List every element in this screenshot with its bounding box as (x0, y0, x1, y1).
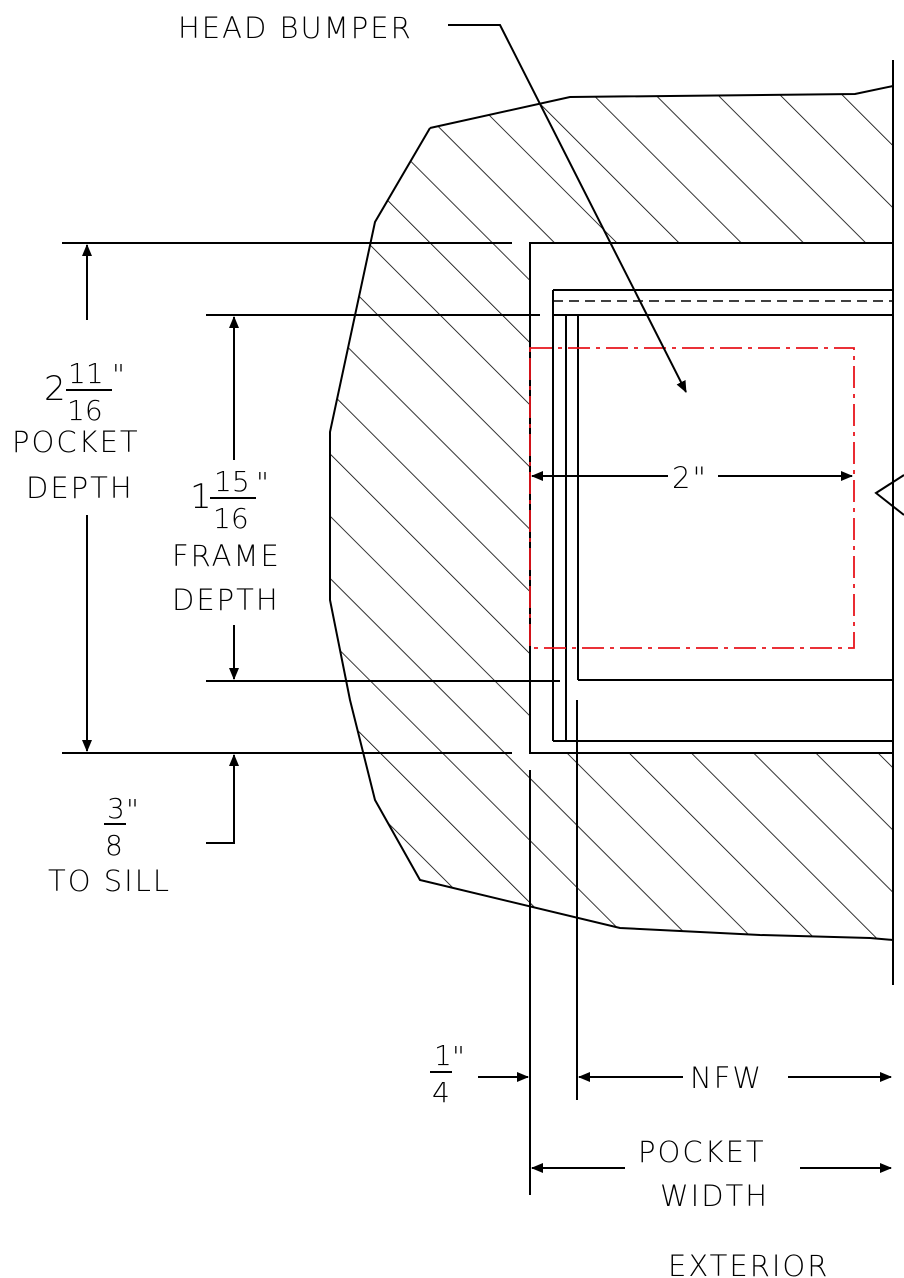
quarter-inch: " (452, 1040, 465, 1073)
pocket-depth-numerator: 11 (68, 357, 104, 390)
to-sill-line1: TO SILL (48, 864, 171, 898)
nfw-label: NFW (690, 1061, 763, 1095)
pocket-depth-line1: POCKET (12, 425, 140, 459)
to-sill-dimension (206, 754, 239, 844)
frame-depth-denominator: 16 (213, 502, 249, 535)
pocket-opening (529, 242, 893, 754)
pocket-width-label: POCKET WIDTH (638, 1135, 769, 1213)
pocket-depth-label: 2 11 16 " POCKET DEPTH (12, 357, 140, 505)
wall-section (329, 85, 894, 941)
quarter-numerator: 1 (434, 1039, 452, 1072)
exterior-label: EXTERIOR (668, 1249, 829, 1278)
pocket-depth-denominator: 16 (67, 394, 103, 427)
pocket-width-line2: WIDTH (660, 1179, 769, 1213)
frame-depth-line1: FRAME (172, 539, 281, 573)
frame-depth-line2: DEPTH (172, 583, 280, 617)
to-sill-denominator: 8 (105, 829, 123, 862)
frame-depth-label: 1 15 16 " FRAME DEPTH (172, 465, 281, 617)
to-sill-label: 3 8 " TO SILL (48, 792, 171, 898)
frame-depth-whole: 1 (190, 477, 212, 517)
pocket-depth-inch: " (112, 358, 125, 391)
pocket-depth-whole: 2 (44, 369, 66, 409)
quarter-inch-label: 1 4 " (430, 1039, 465, 1109)
head-bumper-outline (529, 347, 855, 649)
frame-depth-inch: " (256, 466, 269, 499)
frame-depth-numerator: 15 (214, 465, 250, 498)
head-bumper-leader (448, 24, 687, 393)
head-bumper-label: HEAD BUMPER (178, 11, 413, 45)
pocket-depth-line2: DEPTH (26, 471, 134, 505)
extension-lines (62, 242, 578, 1195)
two-inch-label: 2" (672, 461, 708, 495)
door-frame (552, 289, 893, 742)
quarter-denominator: 4 (432, 1076, 450, 1109)
to-sill-inch: " (126, 793, 139, 826)
to-sill-numerator: 3 (107, 792, 125, 825)
break-line (874, 60, 904, 985)
pocket-width-line1: POCKET (638, 1135, 766, 1169)
